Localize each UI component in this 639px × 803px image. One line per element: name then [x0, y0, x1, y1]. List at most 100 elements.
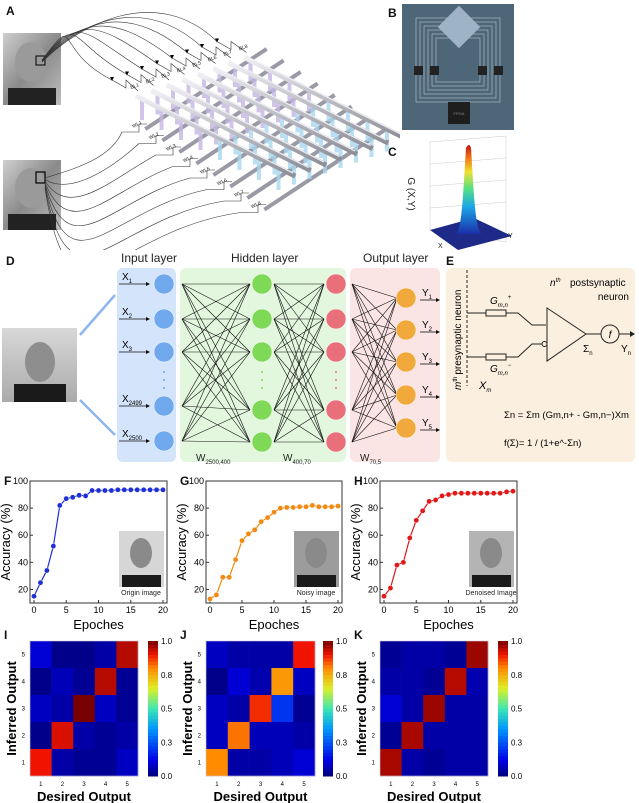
- output-arrow-icon: [630, 331, 635, 337]
- colorbar-segment: [323, 742, 333, 747]
- data-point: [477, 490, 484, 497]
- x-tick-label: 10: [443, 605, 453, 615]
- colorbar-tick-label: 1.0: [511, 637, 523, 646]
- crossbar-chip: [437, 5, 481, 49]
- colorbar-segment: [148, 688, 158, 693]
- colorbar-segment: [323, 728, 333, 733]
- colorbar-segment: [498, 732, 508, 736]
- y-tick-label: 3: [372, 707, 376, 713]
- heatmap-cell: [206, 749, 229, 777]
- colorbar-segment: [323, 657, 333, 662]
- x-m: Xm: [478, 380, 491, 394]
- panel-label-e: E: [446, 254, 455, 268]
- heatmap-cell: [30, 749, 52, 777]
- weight-connection: [351, 394, 398, 443]
- colorbar-segment: [323, 641, 333, 645]
- heatmap-cell: [94, 722, 117, 750]
- heatmap-cell: [116, 722, 139, 750]
- data-point: [258, 518, 265, 525]
- data-point: [69, 494, 76, 501]
- sum-equation: Σn = Σm (Gm,n+ - Gm,n−)Xm: [504, 410, 629, 421]
- heatmap-frame: [29, 640, 139, 777]
- line-labels: WL1WL2WL3WL4WL5WL6WL7WL8BL1BL2BL3BL4BL5B…: [130, 44, 263, 211]
- x-axis-label: Desired Output: [214, 789, 309, 803]
- colorbar-segment: [498, 661, 508, 666]
- weight-connection: [181, 318, 251, 411]
- panel-label-g: G: [180, 474, 190, 488]
- y-tick-label: 5: [198, 653, 202, 659]
- heatmap-cell: [401, 695, 424, 723]
- weight-connection: [181, 405, 251, 443]
- colorbar-segment: [498, 695, 508, 699]
- memristor-cell: [268, 69, 272, 92]
- data-point: [315, 503, 322, 510]
- ellipsis-dot: [335, 371, 337, 373]
- word-line-label: WL1: [131, 120, 143, 130]
- y-tick-label: 100: [363, 476, 378, 486]
- y-tick-label: 4: [22, 680, 26, 686]
- data-point: [283, 504, 290, 511]
- weight-connection: [351, 318, 398, 363]
- z-axis-label: G (X,Y): [405, 177, 416, 210]
- hidden-neuron-2: [325, 341, 347, 363]
- heatmap-cell: [466, 695, 489, 723]
- data-point: [277, 505, 284, 511]
- data-point: [419, 508, 426, 514]
- word-line-wire: [44, 135, 164, 185]
- y-tick-label: 60: [194, 530, 204, 540]
- colorbar-segment: [323, 711, 333, 716]
- x-tick-label: 5: [414, 605, 419, 615]
- heatmap-cell: [271, 722, 294, 750]
- y-tick-label: 80: [18, 503, 28, 513]
- bit-line-wire: [41, 17, 232, 63]
- data-point: [503, 489, 510, 495]
- colorbar-segment: [148, 671, 158, 676]
- heatmap-cell: [466, 668, 489, 696]
- x-tick-label: 3: [82, 782, 86, 788]
- colorbar-tick-label: 0.0: [161, 772, 173, 781]
- colorbar-tick-label: 0.5: [511, 705, 523, 714]
- heatmap-cell: [271, 641, 294, 669]
- colorbar-segment: [498, 657, 508, 662]
- weight-connection: [351, 283, 398, 299]
- colorbar-segment: [323, 671, 333, 676]
- colorbar-segment: [498, 668, 508, 672]
- heatmap-cell: [51, 749, 74, 777]
- colorbar-segment: [148, 664, 158, 669]
- colorbar-segment: [323, 708, 333, 713]
- activation-f: f: [609, 330, 613, 341]
- word-line-wire: [44, 181, 232, 241]
- memristor-cell: [257, 158, 261, 180]
- data-point: [458, 490, 465, 497]
- colorbar-segment: [148, 691, 158, 696]
- colorbar-segment: [498, 742, 508, 747]
- output-neuron: [395, 417, 417, 439]
- x-tick-label: 5: [64, 605, 69, 615]
- weight-connection: [351, 297, 398, 320]
- data-point: [121, 487, 128, 493]
- x-axis-label: Desired Output: [37, 789, 132, 803]
- memristor-cell: [233, 65, 237, 87]
- colorbar-segment: [323, 715, 333, 720]
- word-line-wire: [44, 169, 215, 226]
- heatmap-cell: [206, 668, 229, 696]
- heatmap-cell: [94, 668, 117, 696]
- memristor-cell: [237, 80, 241, 103]
- panel-label-f: F: [4, 474, 12, 488]
- memristor-cell: [206, 91, 210, 114]
- heatmap-cell: [423, 641, 446, 669]
- heatmap-cell: [293, 668, 316, 696]
- colorbar-segment: [148, 769, 158, 774]
- colorbar-segment: [323, 691, 333, 696]
- memristor-cell: [210, 107, 214, 129]
- data-point: [140, 487, 147, 493]
- heatmap-cell: [30, 695, 52, 723]
- colorbar-segment: [323, 654, 333, 659]
- colorbar-tick-label: 1.0: [336, 637, 348, 646]
- colorbar-segment: [323, 688, 333, 693]
- sigmoid-equation: f(Σ)= 1 / (1+e^-Σn): [504, 438, 581, 449]
- word-line-wire: [44, 123, 147, 179]
- bit-line-wire: [41, 21, 216, 64]
